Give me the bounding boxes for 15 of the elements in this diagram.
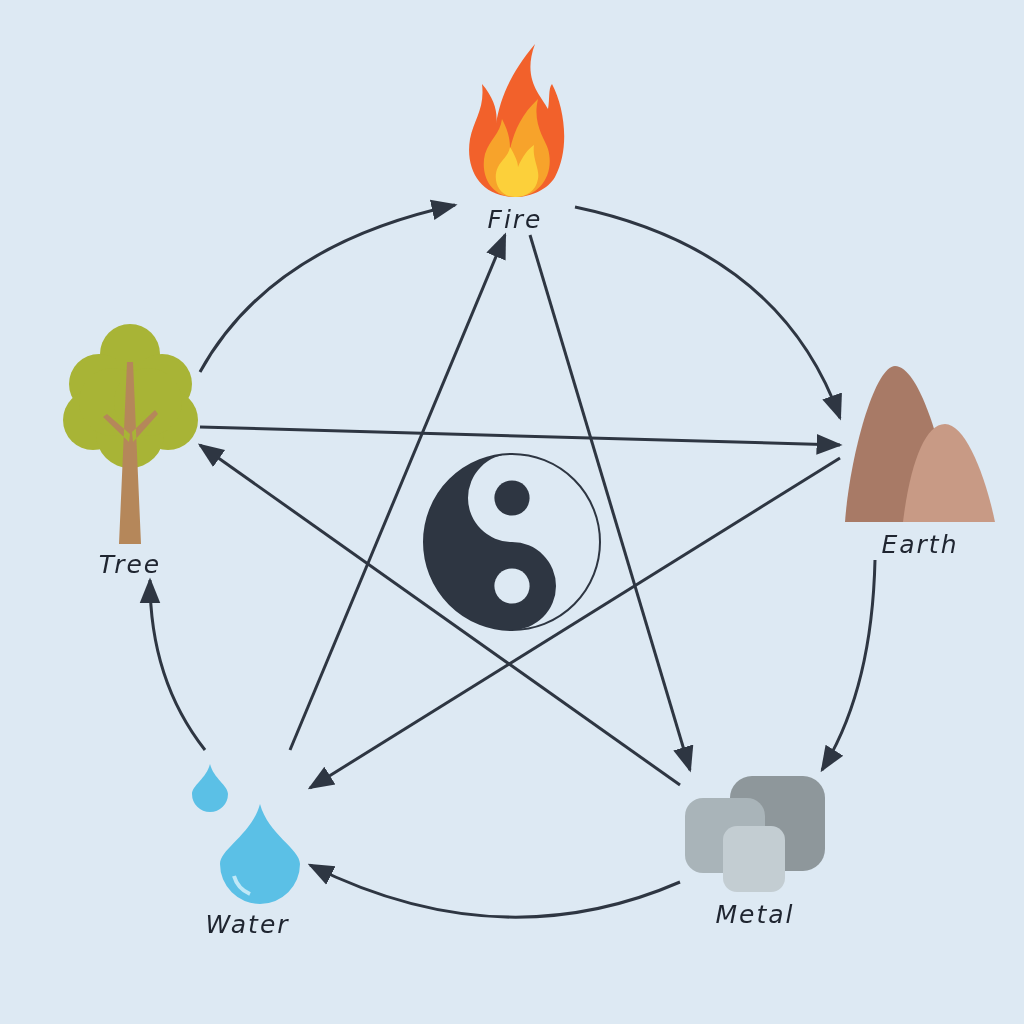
arrow bbox=[198, 200, 458, 373]
arrow bbox=[199, 425, 843, 455]
element-label: Earth bbox=[881, 530, 959, 560]
arrow bbox=[574, 205, 842, 421]
arrow bbox=[528, 234, 694, 773]
element-label: Metal bbox=[715, 900, 795, 930]
element-label: Tree bbox=[98, 550, 162, 580]
arrow bbox=[140, 577, 207, 751]
arrow bbox=[820, 559, 877, 773]
element-label: Water bbox=[205, 910, 290, 940]
arrow bbox=[307, 456, 841, 790]
element-label: Fire bbox=[487, 205, 543, 235]
arrow bbox=[288, 232, 507, 751]
arrow bbox=[197, 443, 681, 787]
arrow bbox=[307, 863, 681, 919]
